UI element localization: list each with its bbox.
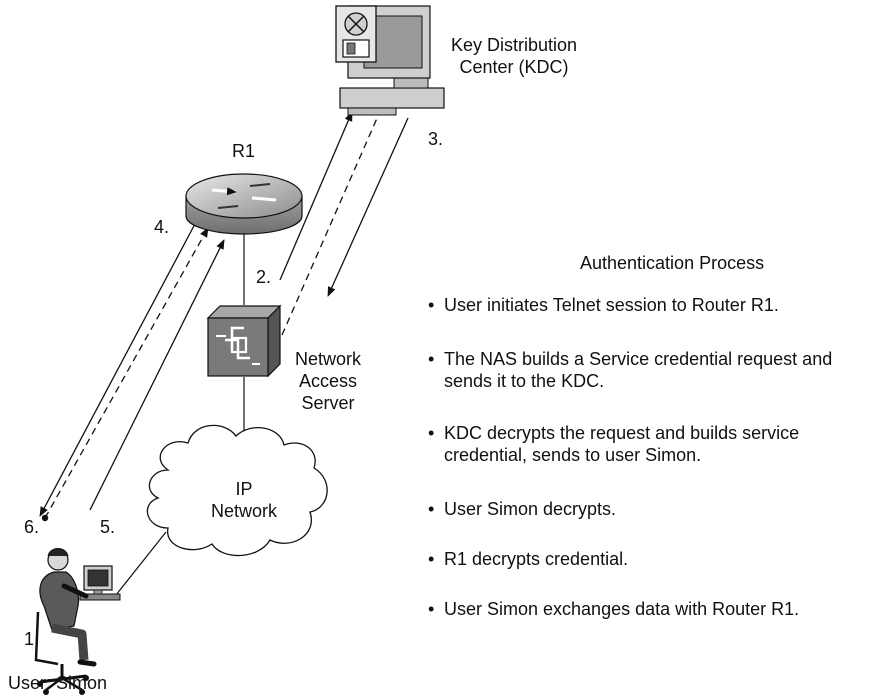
nas-label-line1: Network <box>294 349 361 369</box>
nas-label-line2: Access <box>298 371 358 391</box>
process-step-text: User Simon exchanges data with Router R1… <box>444 599 800 619</box>
step-number-6: 6. <box>24 517 40 537</box>
process-step-5: • R1 decrypts credential. <box>428 548 868 570</box>
step-number-5: 5. <box>100 517 116 537</box>
process-step-4: • User Simon decrypts. <box>428 498 868 520</box>
step-number-2: 2. <box>256 267 272 287</box>
step-number-3: 3. <box>428 129 444 149</box>
network-label-line1: IP <box>235 479 253 499</box>
user-label: User: Simon <box>8 673 108 693</box>
bullet-icon: • <box>428 499 435 519</box>
kdc-label-line1: Key Distribution <box>450 35 578 55</box>
process-step-6: • User Simon exchanges data with Router … <box>428 598 868 620</box>
process-title: Authentication Process <box>580 253 765 273</box>
router-icon <box>185 173 303 235</box>
step-number-1: 1. <box>24 629 40 649</box>
arrow-step2-to-kdc <box>279 111 353 281</box>
process-step-text: The NAS builds a Service credential requ… <box>444 349 833 391</box>
kdc-label: Key Distribution Center (KDC) <box>436 34 592 78</box>
process-step-text: KDC decrypts the request and builds serv… <box>444 423 800 465</box>
process-step-text: R1 decrypts credential. <box>444 549 629 569</box>
bullet-icon: • <box>428 599 435 619</box>
process-step-2: • The NAS builds a Service credential re… <box>428 348 868 392</box>
network-access-server-icon <box>206 304 282 378</box>
step6-dot <box>41 514 49 522</box>
bullet-icon: • <box>428 549 435 569</box>
network-label-line2: Network <box>210 501 277 521</box>
arrow-step4-to-user <box>39 221 197 517</box>
nas-label: Network Access Server <box>276 348 380 414</box>
process-step-text: User Simon decrypts. <box>444 499 617 519</box>
bullet-icon: • <box>428 295 435 315</box>
kdc-label-line2: Center (KDC) <box>459 57 569 77</box>
step-number-4: 4. <box>154 217 170 237</box>
dashed-step6-to-router <box>44 227 209 519</box>
arrow-step5-to-router <box>89 239 225 511</box>
user-at-computer-icon <box>34 548 121 695</box>
process-step-text: User initiates Telnet session to Router … <box>444 295 779 315</box>
network-label: IP Network <box>196 478 292 522</box>
kdc-workstation-icon <box>335 5 445 116</box>
link-user-network <box>111 531 167 601</box>
bullet-icon: • <box>428 349 435 369</box>
arrow-step3-from-kdc <box>327 117 409 297</box>
dashed-nas-to-kdc <box>281 115 379 336</box>
router-label: R1 <box>232 141 256 161</box>
bullet-icon: • <box>428 423 435 443</box>
nas-label-line3: Server <box>301 393 355 413</box>
cloud-icon <box>146 424 328 557</box>
process-step-3: • KDC decrypts the request and builds se… <box>428 422 868 466</box>
process-step-1: • User initiates Telnet session to Route… <box>428 294 868 316</box>
